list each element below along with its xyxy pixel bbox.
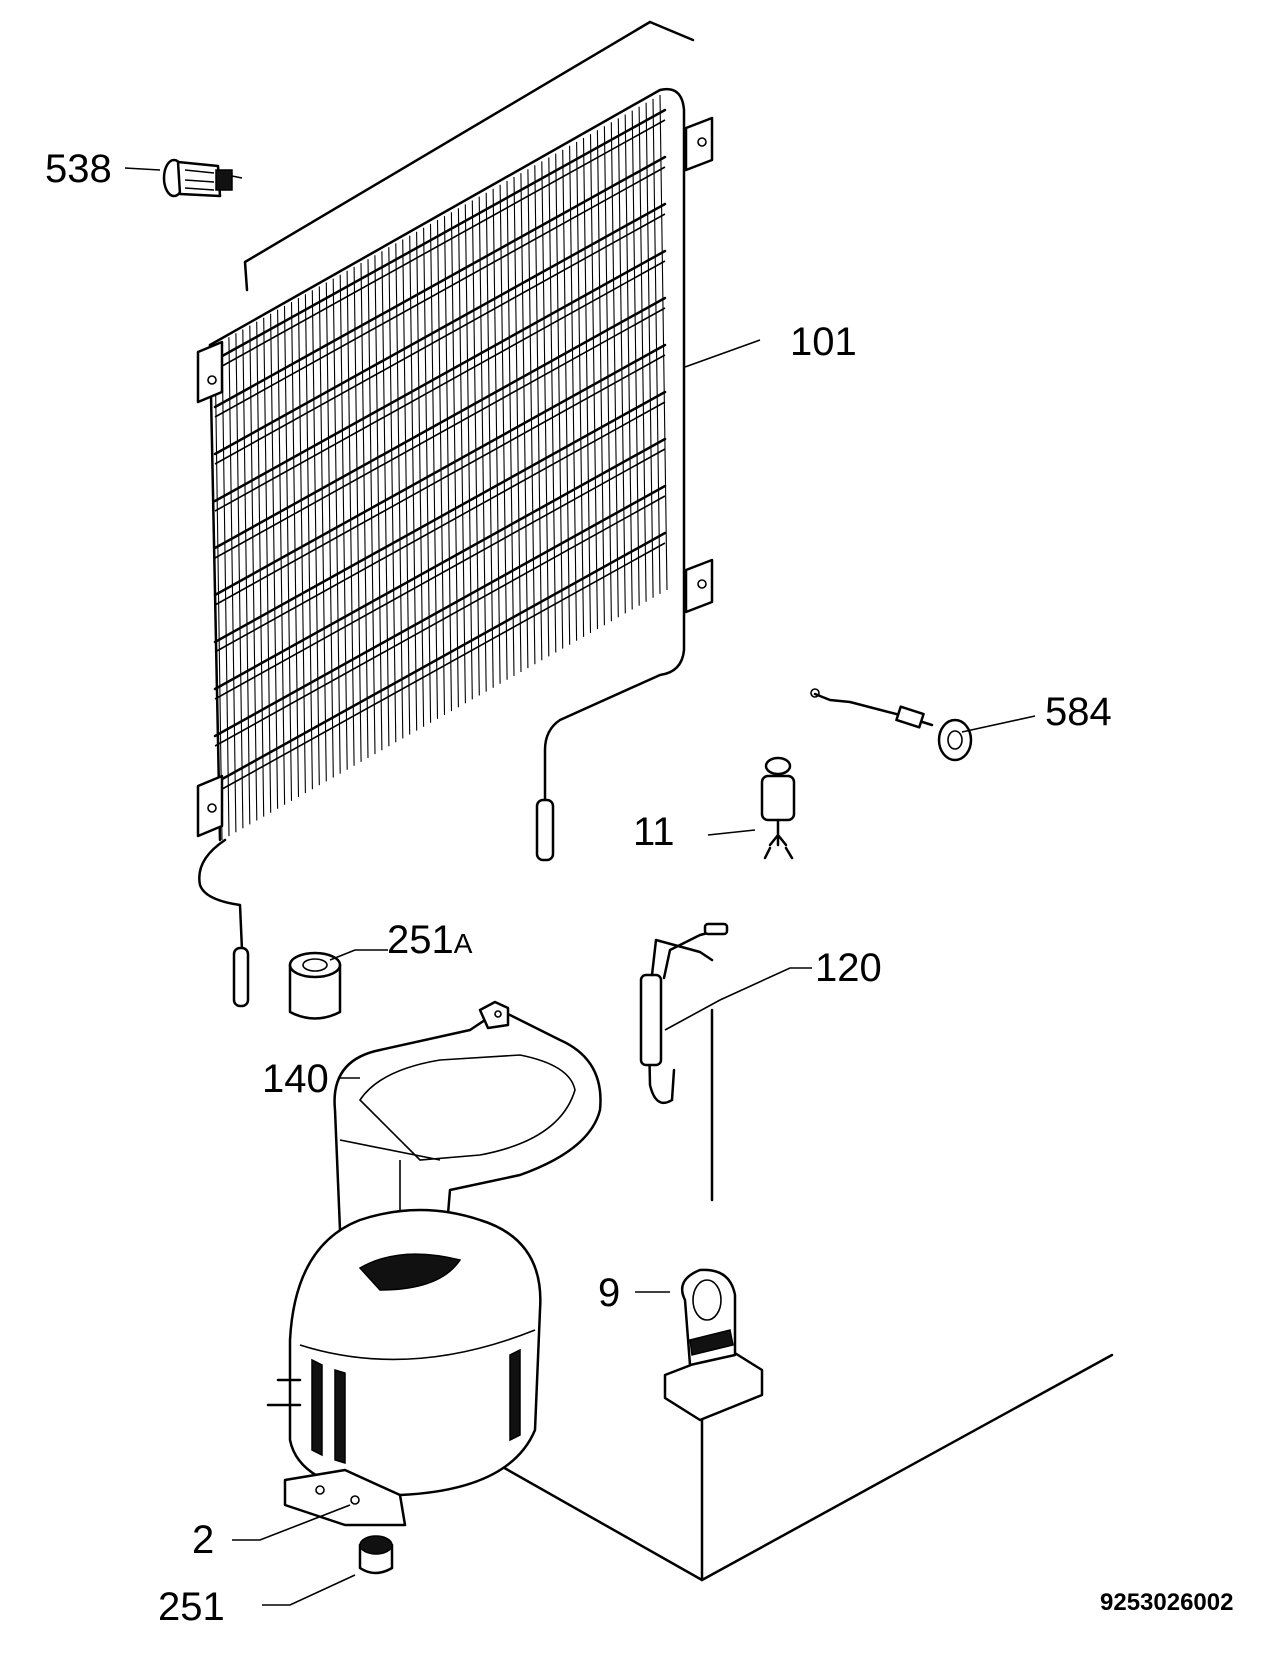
document-number: 9253026002 [1100, 1589, 1233, 1616]
part-538 [162, 158, 243, 198]
part-120-probe [639, 922, 729, 1105]
part-140-drip-tray [333, 1000, 602, 1257]
callout-120: 120 [815, 946, 882, 990]
callout-9: 9 [598, 1271, 620, 1315]
bracket-top-left [196, 340, 224, 404]
condenser-fins [214, 94, 668, 841]
callout-251a: 251A [387, 918, 473, 962]
part-584-cable [810, 688, 973, 762]
callout-584: 584 [1045, 690, 1112, 734]
part-251-foot [358, 1535, 394, 1575]
part-9-clamp [663, 1268, 764, 1422]
callout-11: 11 [633, 810, 675, 854]
callout-251a-suffix: A [454, 928, 473, 959]
callout-2: 2 [192, 1518, 214, 1562]
part-11-sensor [760, 756, 796, 860]
part-2-compressor [266, 1208, 542, 1527]
callout-140: 140 [262, 1057, 329, 1101]
leader-lines [124, 167, 1036, 1606]
callout-251: 251 [158, 1585, 225, 1629]
condenser [196, 87, 714, 1008]
part-251a-grommet [288, 951, 342, 1020]
cabinet-outline [243, 20, 1114, 1582]
bracket-bottom-left [196, 774, 224, 838]
condenser-tube [213, 108, 667, 794]
callout-538: 538 [45, 147, 112, 191]
callout-251a-number: 251 [387, 918, 454, 962]
callout-101: 101 [790, 320, 857, 364]
